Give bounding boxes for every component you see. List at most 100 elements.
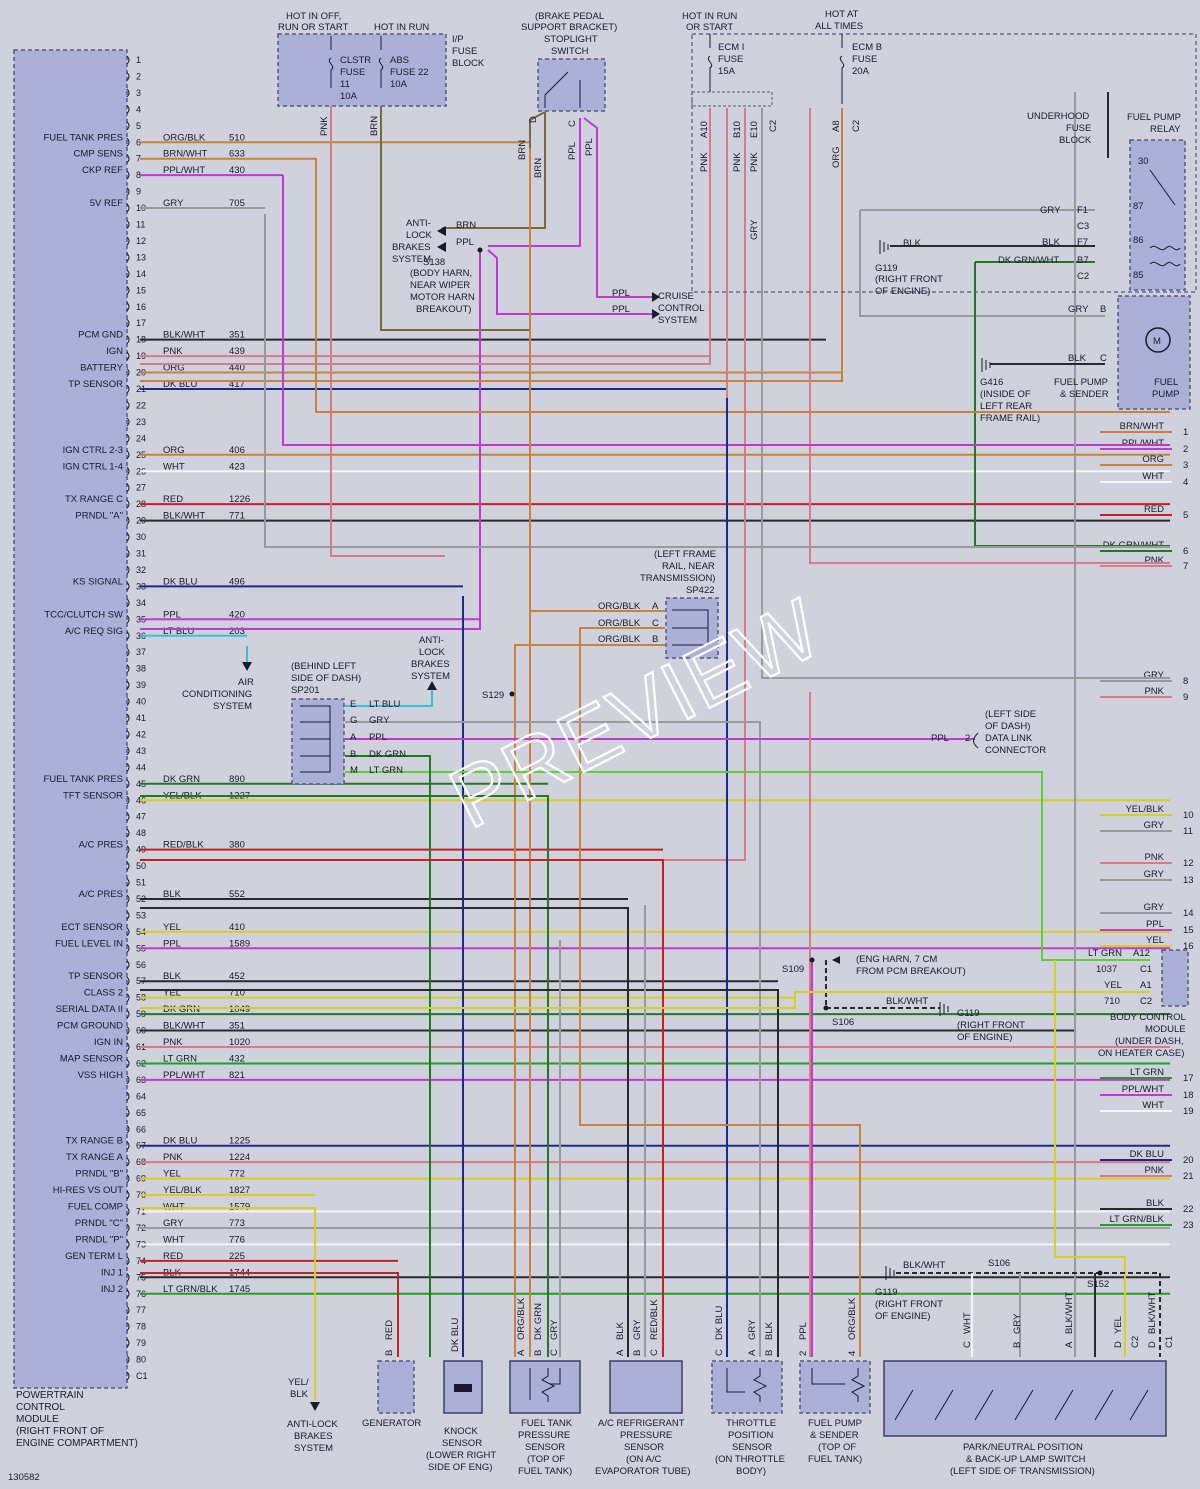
wire-color-label: RED (163, 494, 183, 505)
knock-wire: DK BLU (450, 1318, 461, 1352)
wire-pplwht-2 (282, 175, 1170, 446)
wire-color-label: RED/BLK (163, 840, 204, 851)
antilock3-1: ANTI-LOCK (287, 1419, 338, 1430)
cruise-wire-ppl-2: PPL (612, 304, 630, 315)
sp201-pin: M (350, 765, 358, 776)
pcm-pin-number: 7 (136, 154, 141, 164)
right-output-number: 10 (1183, 810, 1194, 821)
pin-bracket (126, 1223, 130, 1233)
stop-wire-brn-1: BRN (517, 140, 528, 160)
ecm-i-2: FUSE (718, 54, 743, 65)
label-ip-fuse-1: I/P (452, 34, 464, 45)
ecm-i-3: 15A (718, 66, 736, 77)
cruise-arrow-1 (652, 292, 660, 302)
wire-circuit-label: 439 (229, 346, 245, 357)
wire-label-brn-abs: BRN (369, 116, 380, 136)
wire-circuit-label: 351 (229, 330, 245, 341)
s138-3: NEAR WIPER (410, 280, 470, 291)
relay-pin-30: 30 (1138, 156, 1149, 167)
pin-bracket (126, 450, 130, 460)
pcm-pin-number: 79 (136, 1338, 146, 1348)
pin-bracket (126, 894, 130, 904)
wire-circuit-label: 1226 (229, 494, 250, 505)
wire-color-label: WHT (163, 1234, 185, 1245)
bottom-components: YEL/ BLK ANTI-LOCK BRAKES SYSTEM RED B G… (287, 1258, 1175, 1477)
tps-2: POSITION (728, 1430, 774, 1441)
pin-bracket (126, 1075, 130, 1085)
bcm-wire-2: YEL (1104, 980, 1122, 991)
s138-splice-dot (477, 247, 483, 253)
pcm-pin-number: 23 (136, 417, 146, 427)
wire-circuit-label: 410 (229, 922, 245, 933)
pin-bracket (126, 1322, 130, 1332)
antilock1-3: BRAKES (392, 242, 431, 253)
right-output-number: 12 (1183, 858, 1194, 869)
pcm-pin-label: BATTERY (80, 363, 124, 374)
pcm-pin-number: 30 (136, 532, 146, 542)
bcm-pin-2: A1 (1140, 980, 1152, 991)
ftp-wire-1: ORG/BLK (516, 1297, 527, 1340)
right-output-number: 9 (1183, 692, 1188, 703)
pin-bracket (126, 466, 130, 476)
wire-lines (140, 141, 1170, 1295)
tps-wire-1: DK BLU (714, 1306, 725, 1340)
pcm-pin-label: IGN (106, 346, 123, 357)
relay-pin-85: 85 (1133, 270, 1144, 281)
wire-color-label: WHT (163, 461, 185, 472)
relay-coil-icon (1149, 169, 1181, 267)
pcm-pin-number: 2 (136, 71, 141, 81)
label-ip-fuse-2: FUSE (452, 46, 477, 57)
wire-color-label: BLK/WHT (163, 330, 205, 341)
dlc-2: OF DASH) (985, 721, 1030, 732)
pcm-pin-number: 14 (136, 269, 146, 279)
pcm-pin-label: PCM GROUND (57, 1021, 123, 1032)
pcm-pin-number: 34 (136, 598, 146, 608)
relay-conn-wire-1: GRY (1040, 205, 1061, 216)
underhood-fuse-block-outline (691, 33, 1197, 293)
antilock1-arrow-1 (437, 226, 446, 236)
wire-pump-gry (859, 210, 1105, 317)
wire-circuit-label: 705 (229, 198, 245, 209)
antilock1-wire-brn: BRN (456, 220, 476, 231)
sp422-2: RAIL, NEAR (662, 561, 715, 572)
pin-bracket (126, 187, 130, 196)
fuel-tank-sensor-body (509, 1360, 581, 1414)
wire-circuit-label: 890 (229, 774, 245, 785)
pin-bracket (126, 104, 130, 114)
pcm-pin-number: 8 (136, 170, 141, 180)
pnp-wire-4: YEL (1113, 1316, 1124, 1334)
pin-bracket (126, 55, 130, 65)
pin-bracket (126, 483, 130, 493)
tps-4: (ON THROTTLE (715, 1454, 785, 1465)
right-output-number: 23 (1183, 1220, 1194, 1231)
wire-color-label: PPL/WHT (163, 165, 205, 176)
pcm-pin-label: PRNDL "C" (75, 1218, 123, 1229)
air-cond-1: AIR (238, 677, 254, 688)
pcm-pin-number: 39 (136, 680, 146, 690)
pnp-wire-1: WHT (962, 1312, 973, 1334)
pin-bracket (126, 1240, 130, 1249)
tps-body (711, 1360, 783, 1414)
pin-bracket (126, 664, 130, 674)
wire-s138-ppl (140, 250, 481, 630)
s106-label: S106 (832, 1017, 854, 1028)
s138-4: MOTOR HARN (410, 292, 475, 303)
pnp-pin-5: D (1147, 1341, 1158, 1348)
antilock2-3: BRAKES (411, 659, 450, 670)
pin-bracket (126, 762, 130, 772)
uh-pin-a8: A8 (831, 120, 842, 132)
knock-3: (LOWER RIGHT (426, 1450, 496, 1461)
pcm-title-1: POWERTRAIN (16, 1390, 84, 1401)
pcm-pin-label: CLASS 2 (84, 988, 123, 999)
pcm-pin-number: 17 (136, 318, 146, 328)
pin-bracket (126, 220, 130, 229)
g119-bottom-3: OF ENGINE) (875, 1311, 930, 1322)
uh-wire-pnk-2: PNK (732, 152, 743, 172)
fps-pin-4: 4 (847, 1351, 858, 1356)
pcm-pin-label: IGN CTRL 2-3 (63, 445, 123, 456)
wire-circuit-label: 510 (229, 132, 245, 143)
pcm-pin-label: TP SENSOR (68, 379, 123, 390)
pcm-pin-label: FUEL TANK PRES (43, 774, 123, 785)
sp422-wire-c: ORG/BLK (598, 618, 641, 629)
